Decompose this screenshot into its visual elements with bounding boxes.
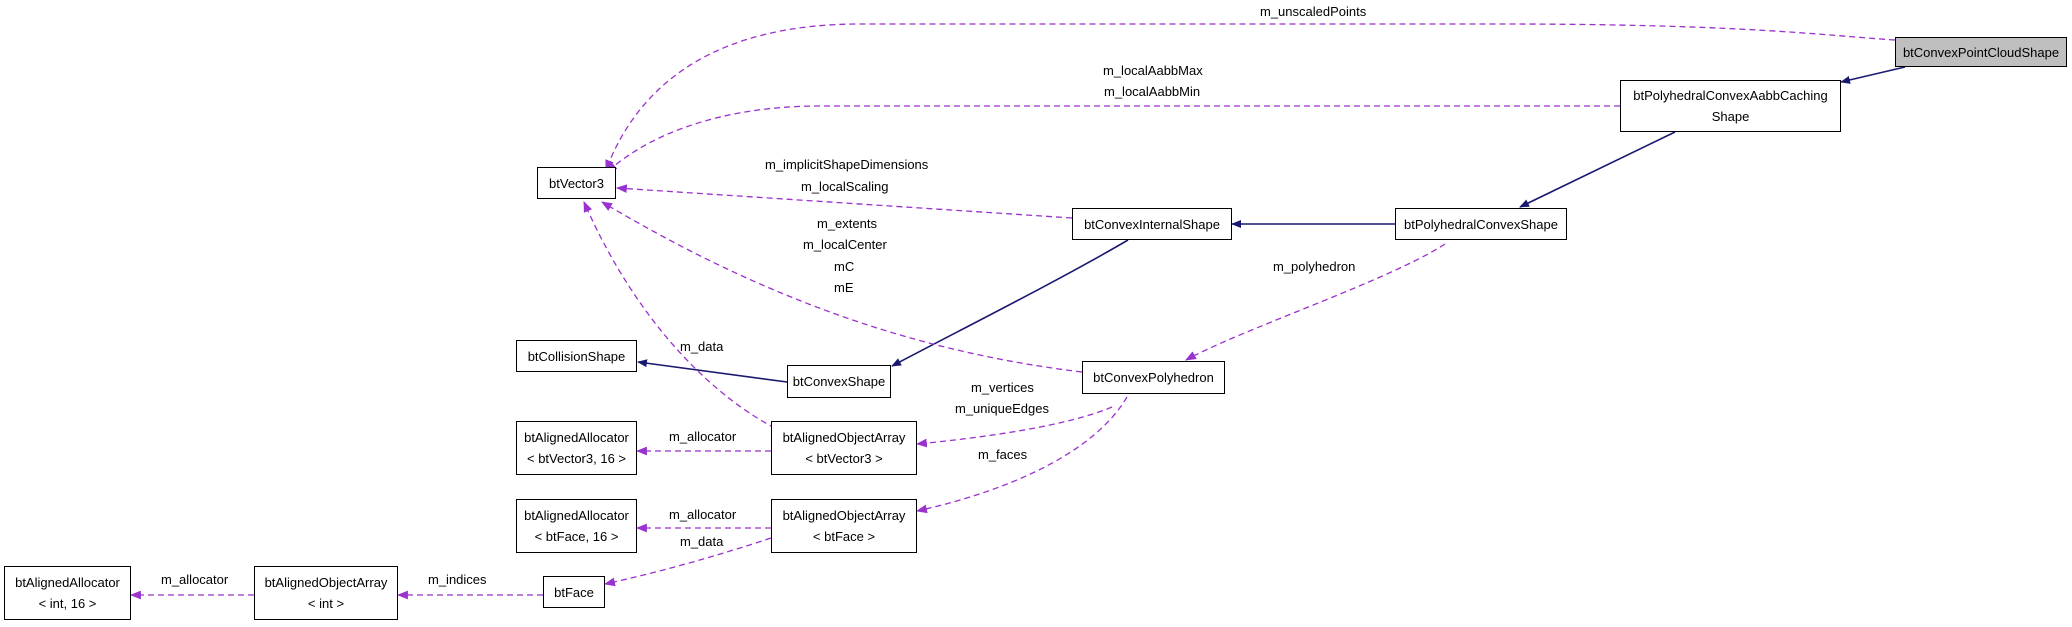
edge-polyhedron: [1185, 243, 1446, 361]
edge-faces: [915, 396, 1128, 514]
node-label: btAlignedObjectArray: [782, 508, 906, 523]
node-btFace[interactable]: btFace: [543, 576, 605, 608]
node-btAlignedAllocator-btVector3[interactable]: btAlignedAllocator < btVector3, 16 >: [516, 421, 637, 475]
node-label: Shape: [1711, 109, 1750, 124]
edge-label-localaabbmax: m_localAabbMax: [1103, 63, 1203, 78]
edge-polyhedralconvex-to-aabbcaching: [1519, 131, 1676, 208]
edge-data1: [583, 200, 776, 429]
node-btConvexPolyhedron[interactable]: btConvexPolyhedron: [1082, 361, 1225, 394]
node-label: < int >: [307, 596, 345, 611]
edge-implicitshape: [615, 184, 1073, 219]
edge-label-implicitshapedimensions: m_implicitShapeDimensions: [765, 157, 929, 172]
node-label: btFace: [554, 584, 594, 600]
edge-label-me: mE: [834, 280, 854, 295]
edge-convexshape-to-collisionshape: [637, 359, 788, 383]
node-label: btPolyhedralConvexAabbCaching: [1633, 88, 1828, 103]
edge-unscaledpoints: [605, 23, 1896, 172]
node-label: btConvexPolyhedron: [1093, 370, 1214, 385]
node-label: btConvexShape: [792, 374, 886, 389]
edge-label-uniqueedges: m_uniqueEdges: [955, 401, 1049, 416]
node-label: btConvexInternalShape: [1084, 216, 1220, 232]
node-btAlignedAllocator-int[interactable]: btAlignedAllocator < int, 16 >: [4, 566, 131, 620]
edge-extents: [601, 201, 1083, 373]
node-label: btAlignedObjectArray: [264, 575, 388, 590]
edge-label-unscaledpoints: m_unscaledPoints: [1260, 4, 1367, 19]
edge-label-mc: mC: [834, 259, 855, 274]
node-btConvexPointCloudShape[interactable]: btConvexPointCloudShape: [1895, 37, 2067, 67]
edge-localaabb: [606, 105, 1620, 173]
edge-label-localcenter: m_localCenter: [803, 237, 887, 252]
edge-label-vertices: m_vertices: [971, 380, 1034, 395]
node-btAlignedObjectArray-btVector3[interactable]: btAlignedObjectArray < btVector3 >: [771, 421, 917, 475]
node-label: < btVector3, 16 >: [526, 451, 627, 466]
edge-label-allocator3: m_allocator: [161, 572, 229, 587]
node-btConvexShape[interactable]: btConvexShape: [787, 365, 891, 398]
node-btAlignedObjectArray-btFace[interactable]: btAlignedObjectArray < btFace >: [771, 499, 917, 553]
node-btPolyhedralConvexShape[interactable]: btPolyhedralConvexShape: [1395, 208, 1567, 240]
node-label: btCollisionShape: [527, 348, 626, 364]
node-btAlignedObjectArray-int[interactable]: btAlignedObjectArray < int >: [254, 566, 398, 620]
edge-label-localscaling: m_localScaling: [801, 179, 889, 194]
node-label: btConvexPointCloudShape: [1902, 44, 2060, 60]
node-label: btAlignedAllocator: [15, 575, 120, 590]
edge-label-data2: m_data: [680, 534, 724, 549]
edge-label-polyhedron: m_polyhedron: [1273, 259, 1356, 274]
node-label: btVector3: [549, 175, 604, 191]
edge-label-allocator1: m_allocator: [669, 429, 737, 444]
node-label: btAlignedObjectArray: [782, 430, 906, 445]
node-label: btAlignedAllocator: [524, 508, 629, 523]
edge-convexinternal-to-convexshape: [891, 239, 1129, 367]
edge-label-data1: m_data: [680, 339, 724, 354]
edge-label-extents: m_extents: [817, 216, 877, 231]
edge-pointcloud-to-aabbcaching: [1840, 66, 1906, 84]
node-label: < int, 16 >: [38, 596, 97, 611]
node-btAlignedAllocator-btFace[interactable]: btAlignedAllocator < btFace, 16 >: [516, 499, 637, 553]
edge-data2: [603, 537, 772, 587]
edge-label-indices: m_indices: [428, 572, 487, 587]
edge-vertices: [915, 406, 1113, 448]
node-label: btPolyhedralConvexShape: [1404, 216, 1558, 232]
edge-label-allocator2: m_allocator: [669, 507, 737, 522]
node-label: < btFace >: [812, 529, 876, 544]
node-label: btAlignedAllocator: [524, 430, 629, 445]
node-label: < btFace, 16 >: [534, 529, 619, 544]
node-btConvexInternalShape[interactable]: btConvexInternalShape: [1072, 208, 1232, 240]
node-label: < btVector3 >: [805, 451, 883, 466]
edge-label-localaabbmin: m_localAabbMin: [1104, 84, 1201, 99]
node-btPolyhedralConvexAabbCachingShape[interactable]: btPolyhedralConvexAabbCaching Shape: [1620, 80, 1841, 132]
edge-label-faces: m_faces: [978, 447, 1028, 462]
node-btCollisionShape[interactable]: btCollisionShape: [516, 340, 637, 372]
node-btVector3[interactable]: btVector3: [537, 167, 616, 199]
